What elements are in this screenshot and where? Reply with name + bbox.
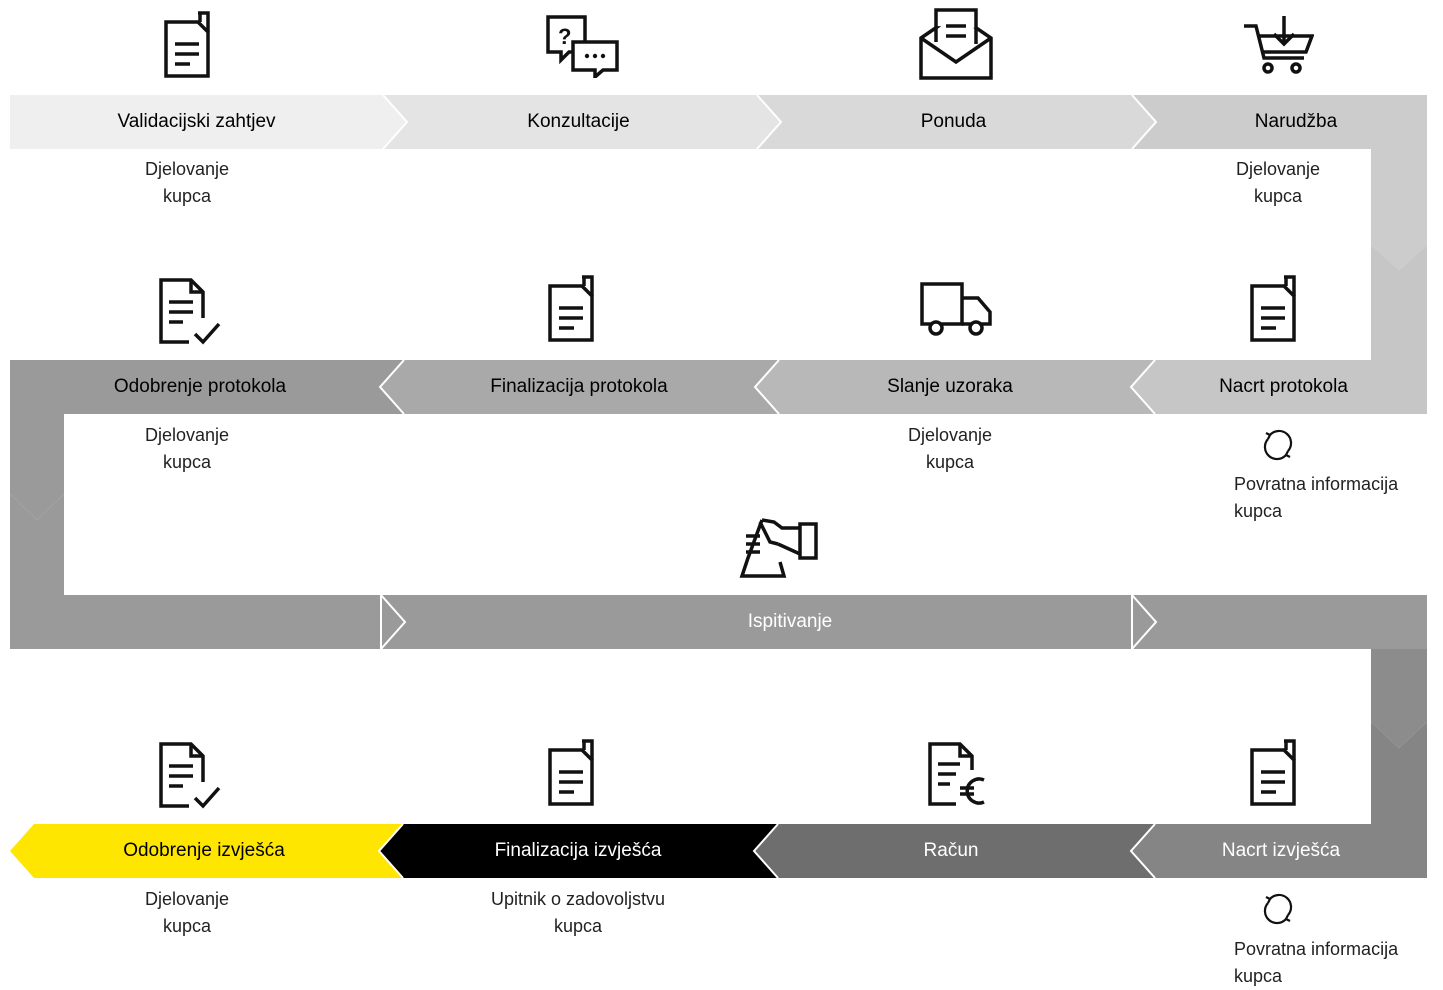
- chevron-divider-row1-b: [756, 94, 783, 150]
- stage-label-slanje-uzoraka: Slanje uzoraka: [887, 376, 1013, 397]
- chevron-divider-row4-a: [1129, 823, 1156, 879]
- arrow-segment-slanje-uzoraka: [755, 360, 1155, 414]
- refresh-cycle-icon: [1262, 427, 1294, 463]
- chevron-divider-row1-a: [382, 94, 409, 150]
- chevron-divider-row2-b: [753, 359, 780, 415]
- arrow-segment-finalizacija-izvjesca: [379, 824, 778, 878]
- stage-label-ponuda: Ponuda: [920, 111, 987, 132]
- document-icon: [544, 274, 600, 344]
- chat-icon: ?: [545, 14, 621, 78]
- envelope-icon: [918, 8, 994, 82]
- document-check-icon: [155, 276, 225, 348]
- arrow-segment-ispitivanje: [10, 494, 1427, 649]
- arrow-segment-konzultacije: [383, 95, 781, 149]
- arrow-segment-finalizacija-protokola: [380, 360, 779, 414]
- cart-icon: [1242, 14, 1314, 76]
- connector-down-right-1: [1371, 149, 1427, 270]
- arrow-segment-nacrt-izvjesca: [1131, 722, 1427, 878]
- truck-icon: [918, 280, 994, 340]
- stage-label-racun: Račun: [923, 840, 979, 861]
- document-icon: [160, 10, 216, 80]
- document-icon: [1246, 738, 1302, 808]
- arrow-segment-validacijski-zahtjev: [10, 95, 407, 149]
- arrow-segment-ponuda: [757, 95, 1156, 149]
- document-icon: [544, 738, 600, 808]
- document-icon: [1246, 274, 1302, 344]
- connector-down-right-2: [1371, 649, 1427, 748]
- stage-label-odobrenje-izvjesca: Odobrenje izvješća: [123, 840, 285, 861]
- arrow-segment-odobrenje-izvjesca: [10, 824, 403, 878]
- stage-label-odobrenje-protokola: Odobrenje protokola: [113, 376, 287, 397]
- chevron-divider-row4-c: [377, 823, 404, 879]
- chevron-divider-row2-c: [378, 359, 405, 415]
- document-check-icon: [155, 740, 225, 812]
- stage-label-finalizacija-protokola: Finalizacija protokola: [490, 376, 668, 397]
- stage-label-finalizacija-izvjesca: Finalizacija izvješća: [494, 840, 662, 861]
- arrow-segment-racun: [754, 824, 1155, 878]
- arrow-segment-nacrt-protokola: [1131, 245, 1427, 414]
- refresh-cycle-icon: [1262, 891, 1294, 927]
- arrow-segment-narudzba: [1132, 95, 1427, 149]
- stage-label-konzultacije: Konzultacije: [527, 111, 630, 132]
- svg-text:?: ?: [558, 24, 571, 49]
- lab-hand-icon: [738, 514, 822, 580]
- stage-label-nacrt-protokola: Nacrt protokola: [1219, 376, 1348, 397]
- invoice-euro-icon: [926, 740, 988, 810]
- stage-label-nacrt-izvjesca: Nacrt izvješća: [1221, 840, 1341, 861]
- chevron-divider-row4-b: [752, 823, 779, 879]
- stage-label-ispitivanje: Ispitivanje: [747, 611, 833, 632]
- arrow-segment-odobrenje-protokola: [10, 360, 404, 520]
- chevron-divider-2: [1131, 592, 1158, 652]
- chevron-divider-1: [380, 592, 407, 652]
- chevron-divider-row1-c: [1131, 94, 1158, 150]
- chevron-divider-row2-a: [1129, 359, 1156, 415]
- stage-label-narudzba: Narudžba: [1254, 111, 1338, 132]
- stage-label-validacijski-zahtjev: Validacijski zahtjev: [117, 111, 276, 132]
